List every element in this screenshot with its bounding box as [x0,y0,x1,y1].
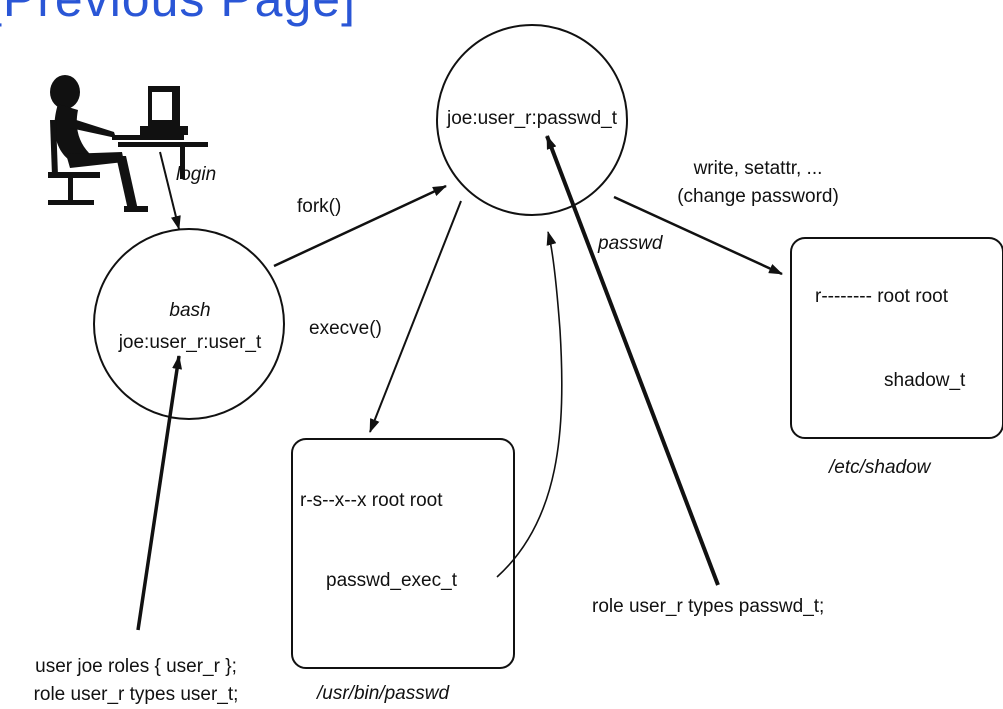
fork-label: fork() [297,196,342,217]
bash-context-label: joe:user_r:user_t [118,332,262,353]
passwd-perms-label: r-s--x--x root root [300,490,443,511]
passwd-type-label: passwd_exec_t [326,570,457,591]
passwd-context-label: joe:user_r:passwd_t [446,108,618,129]
previous-page-link[interactable]: [Previous Page] [0,0,356,28]
user-at-computer-icon [48,75,208,212]
user-policy-line2: role user_r types user_t; [33,684,239,705]
passwd-process-node [436,24,628,216]
write-arrow [613,195,783,276]
shadow-type-label: shadow_t [884,370,966,391]
shadow-path-label: /etc/shadow [829,457,931,478]
passwd-policy-label: role user_r types passwd_t; [592,596,825,617]
entrypoint-curve-arrow [496,231,563,578]
execve-arrow [369,200,462,433]
passwd-program-label: passwd [598,233,663,254]
bash-program-label: bash [169,300,211,321]
login-arrow [159,151,181,230]
fork-arrow [273,184,447,268]
login-label: login [176,164,217,185]
execve-label: execve() [309,318,382,339]
bash-process-node [93,228,285,420]
write-label-line2: (change password) [677,186,839,207]
user-policy-arrow [136,355,183,631]
passwd-policy-arrow [545,135,720,586]
write-label-line1: write, setattr, ... [693,158,823,179]
shadow-perms-label: r-------- root root [815,286,948,307]
passwd-path-label: /usr/bin/passwd [317,683,450,704]
shadow-file-box [790,237,1003,439]
passwd-file-box [291,438,515,669]
user-policy-line1: user joe roles { user_r }; [35,656,237,677]
